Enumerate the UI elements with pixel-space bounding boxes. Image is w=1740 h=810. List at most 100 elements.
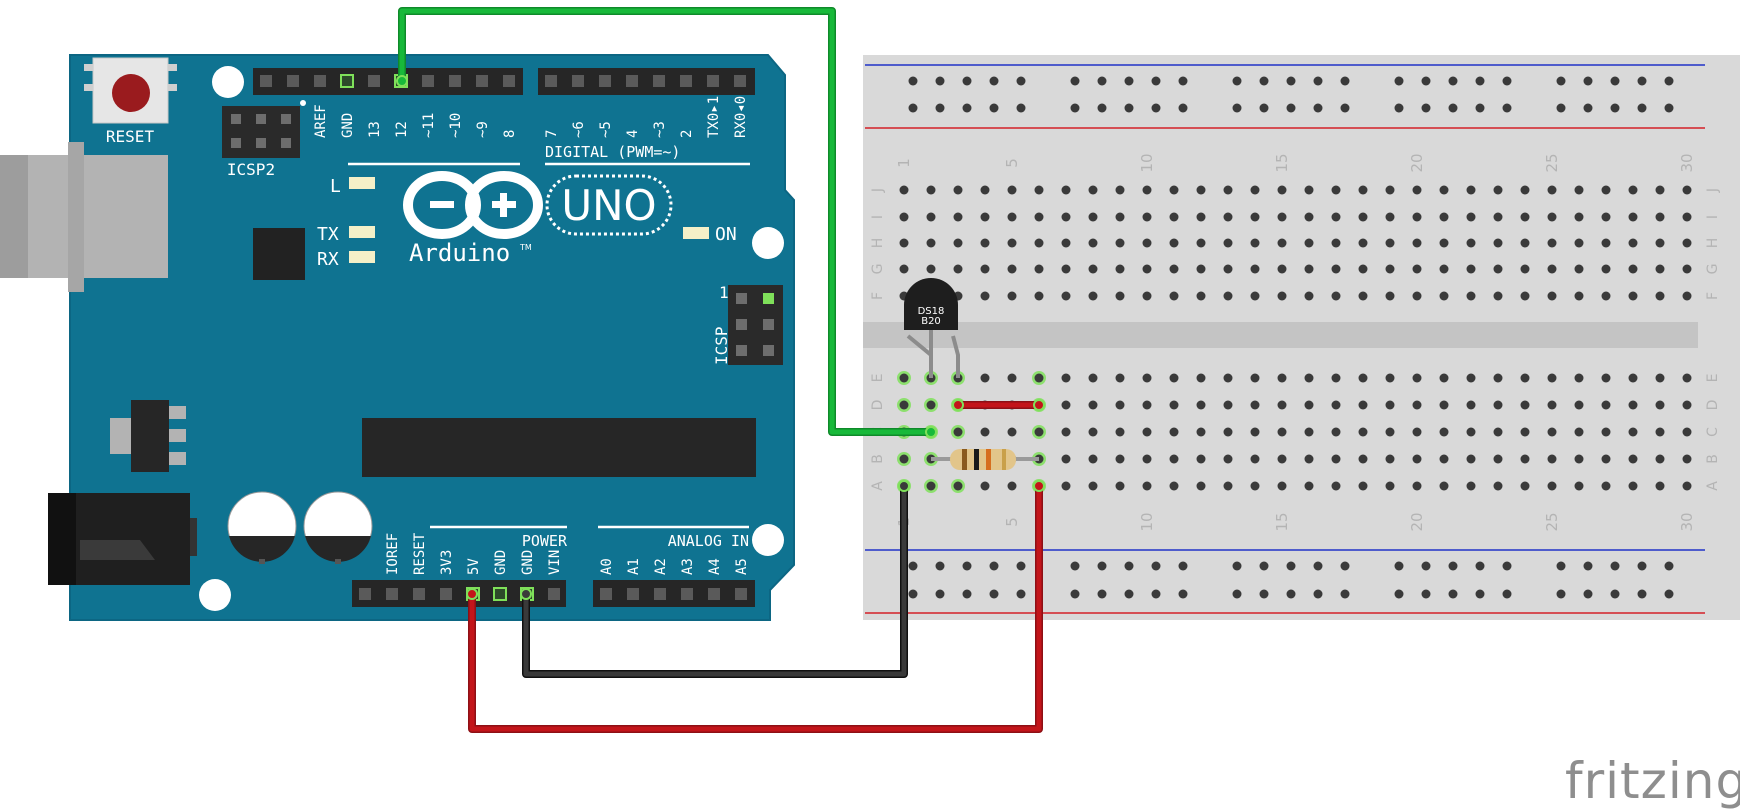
breadboard-hole-I27[interactable] <box>1601 212 1611 222</box>
breadboard-hole-A24[interactable] <box>1520 481 1530 491</box>
reset-button[interactable] <box>84 57 177 124</box>
breadboard-hole-H2[interactable] <box>926 238 936 248</box>
top-rail-hole[interactable] <box>1448 76 1458 86</box>
breadboard-hole-G26[interactable] <box>1574 264 1584 274</box>
power-pin-7[interactable] <box>548 588 560 600</box>
breadboard-hole-C28[interactable] <box>1628 427 1638 437</box>
top-rail-hole[interactable] <box>1097 103 1107 113</box>
breadboard-hole-E30[interactable] <box>1682 373 1692 383</box>
breadboard-hole-E10[interactable] <box>1142 373 1152 383</box>
breadboard-hole-C10[interactable] <box>1142 427 1152 437</box>
breadboard-hole-I13[interactable] <box>1223 212 1233 222</box>
ds18b20-sensor[interactable]: DS18 B20 <box>904 278 960 378</box>
breadboard-hole-J17[interactable] <box>1331 185 1341 195</box>
bottom-rail-hole[interactable] <box>1394 589 1404 599</box>
breadboard-hole-G6[interactable] <box>1034 264 1044 274</box>
breadboard-hole-C11[interactable] <box>1169 427 1179 437</box>
top-rail-hole[interactable] <box>908 76 918 86</box>
breadboard-hole-E5[interactable] <box>1007 373 1017 383</box>
breadboard-hole-B21[interactable] <box>1439 454 1449 464</box>
breadboard-hole-H22[interactable] <box>1466 238 1476 248</box>
breadboard-hole-I4[interactable] <box>980 212 990 222</box>
top-rail-hole[interactable] <box>1340 76 1350 86</box>
bottom-rail-hole[interactable] <box>1016 561 1026 571</box>
breadboard-hole-E29[interactable] <box>1655 373 1665 383</box>
breadboard-hole-I17[interactable] <box>1331 212 1341 222</box>
breadboard-hole-I12[interactable] <box>1196 212 1206 222</box>
breadboard-hole-I11[interactable] <box>1169 212 1179 222</box>
breadboard-hole-A22[interactable] <box>1466 481 1476 491</box>
top-rail-hole[interactable] <box>1421 76 1431 86</box>
breadboard-hole-E8[interactable] <box>1088 373 1098 383</box>
breadboard-hole-H5[interactable] <box>1007 238 1017 248</box>
breadboard-hole-C29[interactable] <box>1655 427 1665 437</box>
bottom-rail-hole[interactable] <box>962 589 972 599</box>
breadboard-hole-F22[interactable] <box>1466 291 1476 301</box>
breadboard-hole-A4[interactable] <box>980 481 990 491</box>
breadboard-hole-G19[interactable] <box>1385 264 1395 274</box>
breadboard-hole-B15[interactable] <box>1277 454 1287 464</box>
breadboard-hole-I18[interactable] <box>1358 212 1368 222</box>
breadboard-hole-C18[interactable] <box>1358 427 1368 437</box>
breadboard-hole-G20[interactable] <box>1412 264 1422 274</box>
breadboard-hole-D22[interactable] <box>1466 400 1476 410</box>
top-rail-hole[interactable] <box>1583 76 1593 86</box>
breadboard-hole-A25[interactable] <box>1547 481 1557 491</box>
breadboard-hole-G12[interactable] <box>1196 264 1206 274</box>
breadboard-hole-B23[interactable] <box>1493 454 1503 464</box>
breadboard-hole-H15[interactable] <box>1277 238 1287 248</box>
top-rail-hole[interactable] <box>1124 76 1134 86</box>
breadboard-hole-B19[interactable] <box>1385 454 1395 464</box>
breadboard-hole-F16[interactable] <box>1304 291 1314 301</box>
breadboard-hole-B29[interactable] <box>1655 454 1665 464</box>
breadboard-hole-A14[interactable] <box>1250 481 1260 491</box>
breadboard-hole-D28[interactable] <box>1628 400 1638 410</box>
bottom-rail-hole[interactable] <box>1610 589 1620 599</box>
top-rail-hole[interactable] <box>962 76 972 86</box>
breadboard-hole-A11[interactable] <box>1169 481 1179 491</box>
breadboard-hole-E23[interactable] <box>1493 373 1503 383</box>
breadboard-hole-I26[interactable] <box>1574 212 1584 222</box>
breadboard-hole-A3[interactable] <box>953 481 963 491</box>
breadboard-hole-B18[interactable] <box>1358 454 1368 464</box>
breadboard-hole-E17[interactable] <box>1331 373 1341 383</box>
breadboard-hole-I19[interactable] <box>1385 212 1395 222</box>
breadboard-hole-H11[interactable] <box>1169 238 1179 248</box>
breadboard-hole-D11[interactable] <box>1169 400 1179 410</box>
bottom-rail-hole[interactable] <box>908 589 918 599</box>
breadboard-hole-C16[interactable] <box>1304 427 1314 437</box>
breadboard-hole-J9[interactable] <box>1115 185 1125 195</box>
breadboard-hole-H4[interactable] <box>980 238 990 248</box>
breadboard-hole-H13[interactable] <box>1223 238 1233 248</box>
breadboard-hole-F5[interactable] <box>1007 291 1017 301</box>
breadboard-hole-I14[interactable] <box>1250 212 1260 222</box>
top-rail-hole[interactable] <box>1637 103 1647 113</box>
breadboard-hole-F18[interactable] <box>1358 291 1368 301</box>
breadboard-hole-I15[interactable] <box>1277 212 1287 222</box>
top-rail-hole[interactable] <box>1556 103 1566 113</box>
top-rail-hole[interactable] <box>1124 103 1134 113</box>
digital-left-pin-7[interactable] <box>449 75 461 87</box>
top-rail-hole[interactable] <box>1610 103 1620 113</box>
analog-pin-2[interactable] <box>654 588 666 600</box>
breadboard-hole-F14[interactable] <box>1250 291 1260 301</box>
breadboard-hole-C19[interactable] <box>1385 427 1395 437</box>
bottom-rail-hole[interactable] <box>1178 561 1188 571</box>
breadboard-hole-F17[interactable] <box>1331 291 1341 301</box>
breadboard-hole-H1[interactable] <box>899 238 909 248</box>
breadboard-hole-F13[interactable] <box>1223 291 1233 301</box>
top-rail-hole[interactable] <box>989 103 999 113</box>
breadboard-hole-F25[interactable] <box>1547 291 1557 301</box>
breadboard-hole-J27[interactable] <box>1601 185 1611 195</box>
bottom-rail-hole[interactable] <box>1313 589 1323 599</box>
breadboard-hole-I21[interactable] <box>1439 212 1449 222</box>
power-pin-5[interactable] <box>493 587 507 601</box>
breadboard-hole-D26[interactable] <box>1574 400 1584 410</box>
breadboard-hole-F11[interactable] <box>1169 291 1179 301</box>
digital-left-pin-3[interactable] <box>340 74 354 88</box>
breadboard-hole-H16[interactable] <box>1304 238 1314 248</box>
digital-left-pin-4[interactable] <box>368 75 380 87</box>
breadboard-hole-G18[interactable] <box>1358 264 1368 274</box>
bottom-rail-hole[interactable] <box>1502 561 1512 571</box>
breadboard-hole-F15[interactable] <box>1277 291 1287 301</box>
